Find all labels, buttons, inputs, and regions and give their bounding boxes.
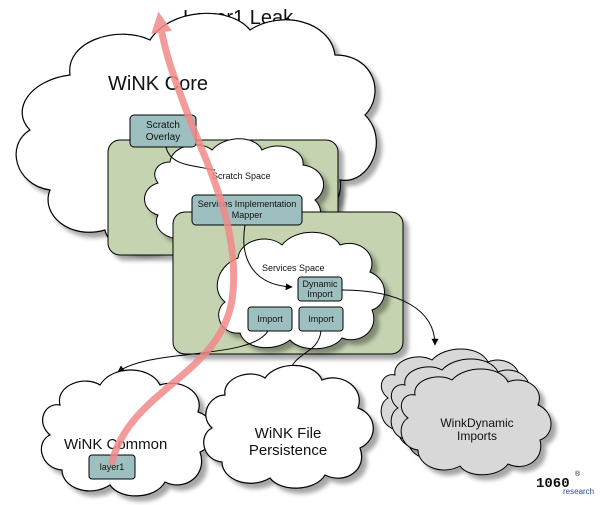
import-to-common-arrow	[117, 330, 269, 373]
wink-dynamic-imports-label-1: WinkDynamic	[440, 416, 513, 430]
logo-registered: ®	[575, 470, 581, 478]
wink-file-persistence-label-2: Persistence	[249, 442, 327, 459]
svg-text:Overlay: Overlay	[146, 132, 180, 143]
svg-text:layer1: layer1	[100, 462, 125, 472]
wink-file-persistence-cloud	[203, 364, 374, 489]
svg-text:Mapper: Mapper	[232, 210, 263, 220]
scratch-space-label: Scratch Space	[212, 171, 271, 181]
svg-text:Import: Import	[257, 314, 283, 324]
dynamic-import-box: Dynamic Import	[297, 276, 343, 302]
import-box-right: Import	[298, 306, 344, 332]
logo-number: 1060	[536, 476, 570, 492]
svg-text:Scratch: Scratch	[146, 120, 180, 131]
mapper-to-dynamic-import-arrow	[243, 224, 293, 291]
logo-word: research	[563, 487, 594, 496]
dynamic-import-to-imports-arrow	[341, 289, 439, 346]
svg-text:Services Implementation: Services Implementation	[198, 199, 297, 209]
svg-text:Import: Import	[307, 289, 333, 299]
layer1-leak-arrow	[108, 11, 238, 466]
layer1-box: layer1	[88, 454, 136, 480]
svg-text:Import: Import	[308, 314, 334, 324]
services-space-label: Services Space	[262, 263, 325, 273]
wink-file-persistence-label-1: WiNK File	[255, 425, 322, 442]
logo-1060-research: 1060 ® research	[536, 470, 594, 496]
services-implementation-mapper-box: Services Implementation Mapper	[191, 194, 303, 226]
wink-core-label: WiNK Core	[108, 73, 208, 95]
import-box-left: Import	[247, 306, 293, 332]
svg-text:Dynamic: Dynamic	[302, 279, 338, 289]
scratch-overlay-box: Scratch Overlay	[129, 114, 197, 148]
wink-dynamic-imports-label-2: Imports	[457, 429, 497, 443]
wink-dynamic-imports-cloud-stack	[380, 348, 552, 476]
